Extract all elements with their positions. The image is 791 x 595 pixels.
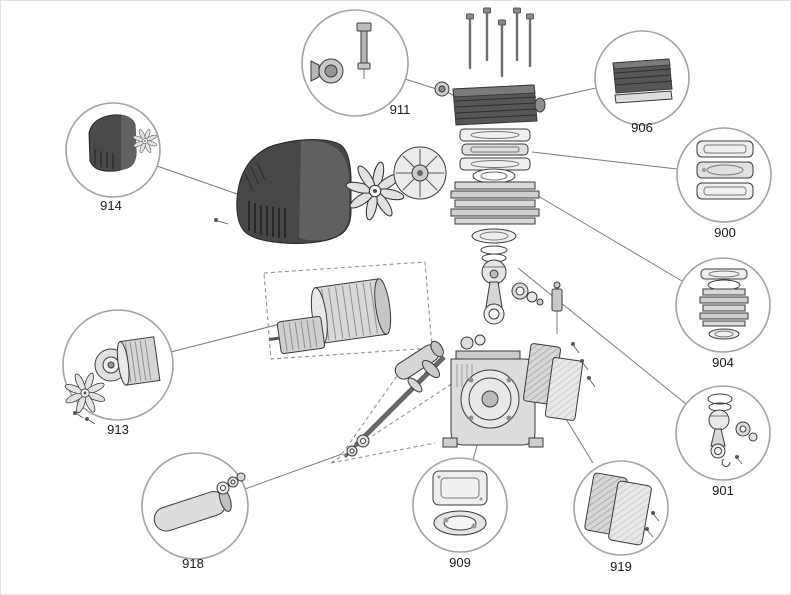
part-number-918: 918 bbox=[182, 556, 204, 571]
callout-911[interactable]: 911 bbox=[301, 9, 411, 117]
motor-cover bbox=[214, 139, 352, 244]
part-drawing-904 bbox=[699, 268, 749, 340]
flywheel-fan bbox=[393, 146, 447, 200]
part-drawing-918 bbox=[153, 472, 246, 532]
crankcase bbox=[442, 334, 544, 448]
silencer bbox=[394, 340, 444, 380]
head-bolts bbox=[466, 7, 534, 77]
callout-913[interactable]: 913 bbox=[57, 309, 174, 437]
part-number-914: 914 bbox=[100, 198, 122, 213]
part-number-900: 900 bbox=[714, 225, 736, 240]
part-number-911: 911 bbox=[390, 102, 411, 117]
piston-assembly bbox=[471, 228, 544, 325]
crankshaft bbox=[343, 355, 446, 459]
part-number-913: 913 bbox=[107, 422, 129, 437]
part-drawing-900 bbox=[696, 140, 754, 200]
callout-circle-911 bbox=[301, 9, 409, 117]
part-drawing-906 bbox=[612, 58, 673, 104]
part-number-906: 906 bbox=[631, 120, 653, 135]
cylinder-head bbox=[452, 84, 546, 126]
part-drawing-914 bbox=[88, 114, 162, 172]
stator bbox=[310, 278, 392, 344]
part-drawing-913 bbox=[57, 336, 161, 425]
valve-plates bbox=[522, 342, 596, 421]
part-number-901: 901 bbox=[712, 483, 734, 498]
part-drawing-909 bbox=[432, 470, 488, 536]
main-assembly bbox=[214, 7, 596, 459]
cylinder bbox=[450, 168, 540, 225]
callout-919[interactable]: 919 bbox=[573, 460, 669, 574]
part-number-909: 909 bbox=[449, 555, 471, 570]
callout-900[interactable]: 900 bbox=[676, 127, 772, 240]
callout-906[interactable]: 906 bbox=[594, 30, 690, 135]
part-number-904: 904 bbox=[712, 355, 734, 370]
rotor bbox=[269, 315, 326, 355]
part-number-919: 919 bbox=[610, 559, 632, 574]
callout-909[interactable]: 909 bbox=[412, 457, 508, 570]
callout-circle-901 bbox=[675, 385, 771, 481]
callout-918[interactable]: 918 bbox=[141, 452, 249, 571]
callout-904[interactable]: 904 bbox=[675, 257, 771, 370]
part-drawing-919 bbox=[584, 472, 660, 546]
callout-914[interactable]: 914 bbox=[65, 102, 162, 213]
leader-lines bbox=[156, 78, 687, 490]
pilot-valve bbox=[551, 281, 563, 334]
head-gasket-stack bbox=[459, 128, 531, 171]
callout-901[interactable]: 901 bbox=[675, 385, 771, 498]
unloader-plug bbox=[434, 81, 459, 99]
part-drawing-911 bbox=[310, 22, 372, 84]
part-drawing-901 bbox=[707, 393, 758, 467]
